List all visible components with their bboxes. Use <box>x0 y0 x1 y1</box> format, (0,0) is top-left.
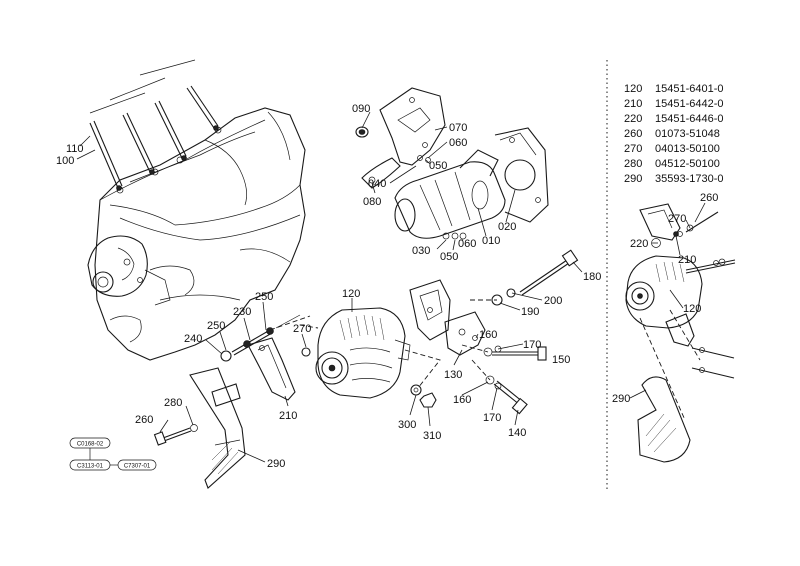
inset-drawing <box>625 203 736 463</box>
callout-290: 290 <box>267 458 285 470</box>
parts-list-row: 290 35593-1730-0 <box>624 173 724 185</box>
parts-list-part-no: 01073-51048 <box>655 128 720 140</box>
callout-labels: 090 070 060 040 050 080 030 050 060 010 … <box>56 103 718 470</box>
parts-list-item: 120 <box>624 83 642 95</box>
callout-010: 010 <box>482 235 500 247</box>
bolt-150 <box>483 345 547 361</box>
parts-list-item: 270 <box>624 143 642 155</box>
callout-070: 070 <box>449 122 467 134</box>
callout-120: 120 <box>342 288 360 300</box>
callout-240: 240 <box>184 333 202 345</box>
callout-300: 300 <box>398 419 416 431</box>
parts-list-row: 280 04512-50100 <box>624 158 720 170</box>
mount-bracket <box>409 279 486 356</box>
parts-list: 120 15451-6401-0 210 15451-6442-0 220 15… <box>624 83 724 185</box>
callout-200: 200 <box>544 295 562 307</box>
leader-lines <box>76 111 706 463</box>
callout-210: 210 <box>279 410 297 422</box>
bolt-230 <box>220 314 301 362</box>
callout-040: 040 <box>368 178 386 190</box>
parts-list-part-no: 15451-6442-0 <box>655 98 724 110</box>
inset-callout-260: 260 <box>700 192 718 204</box>
callout-050-upper: 050 <box>429 160 447 172</box>
callout-130: 130 <box>444 369 462 381</box>
callout-020: 020 <box>498 221 516 233</box>
parts-list-part-no: 35593-1730-0 <box>655 173 724 185</box>
washer-190 <box>491 294 503 306</box>
inset-callout-210: 210 <box>678 254 696 266</box>
callout-090: 090 <box>352 103 370 115</box>
callout-080: 080 <box>363 196 381 208</box>
callout-180: 180 <box>583 271 601 283</box>
inset-callout-120: 120 <box>683 303 701 315</box>
callout-160-upper: 160 <box>479 329 497 341</box>
callout-150: 150 <box>552 354 570 366</box>
bolt-260 <box>153 424 198 446</box>
callout-170-upper: 170 <box>523 339 541 351</box>
ref-code-bottom-left: C3113-01 <box>77 464 104 470</box>
callout-100: 100 <box>56 155 74 167</box>
belt-guard <box>189 367 246 489</box>
parts-list-part-no: 15451-6401-0 <box>655 83 724 95</box>
parts-list-item: 290 <box>624 173 642 185</box>
ref-code-bottom-right-box <box>117 459 157 471</box>
parts-list-item: 220 <box>624 113 642 125</box>
starter-assembly <box>355 87 549 240</box>
callout-160-lower: 160 <box>453 394 471 406</box>
long-bolt-180 <box>519 249 579 296</box>
ref-code-bottom-right: C7307-01 <box>124 464 151 470</box>
parts-list-row: 270 04013-50100 <box>624 143 720 155</box>
nut-270 <box>301 347 311 357</box>
callout-060-upper: 060 <box>449 137 467 149</box>
callout-280: 280 <box>164 397 182 409</box>
parts-list-part-no: 04512-50100 <box>655 158 720 170</box>
callout-190: 190 <box>521 306 539 318</box>
callout-270: 270 <box>293 323 311 335</box>
callout-110: 110 <box>66 143 84 155</box>
parts-list-item: 210 <box>624 98 642 110</box>
parts-list-item: 280 <box>624 158 642 170</box>
callout-050-lower: 050 <box>440 251 458 263</box>
callout-310: 310 <box>423 430 441 442</box>
alternator <box>315 307 411 399</box>
parts-list-row: 120 15451-6401-0 <box>624 83 724 95</box>
ref-code-top: C0168-02 <box>77 442 104 448</box>
inset-callout-290: 290 <box>612 393 630 405</box>
parts-list-part-no: 15451-6446-0 <box>655 113 724 125</box>
callout-060-lower: 060 <box>458 238 476 250</box>
parts-list-row: 220 15451-6446-0 <box>624 113 724 125</box>
callout-260: 260 <box>135 414 153 426</box>
callout-170-lower: 170 <box>483 412 501 424</box>
washer-200 <box>506 288 516 298</box>
callout-250-upper: 250 <box>255 291 273 303</box>
reference-codes: C0168-02 C3113-01 C7307-01 <box>69 437 157 471</box>
parts-list-part-no: 04013-50100 <box>655 143 720 155</box>
callout-230: 230 <box>233 306 251 318</box>
bolt-140 <box>485 375 528 415</box>
parts-list-row: 210 15451-6442-0 <box>624 98 724 110</box>
parts-list-item: 260 <box>624 128 642 140</box>
glow-plugs <box>89 59 219 191</box>
assembly-guide-lines <box>269 299 497 389</box>
inset-callout-270: 270 <box>668 213 686 225</box>
callout-250-lower: 250 <box>207 320 225 332</box>
callout-140: 140 <box>508 427 526 439</box>
callout-030: 030 <box>412 245 430 257</box>
engine-block <box>87 107 306 361</box>
parts-list-row: 260 01073-51048 <box>624 128 720 140</box>
inset-callout-220: 220 <box>630 238 648 250</box>
adjusting-bar <box>247 337 296 401</box>
nuts-300-310 <box>410 384 437 408</box>
